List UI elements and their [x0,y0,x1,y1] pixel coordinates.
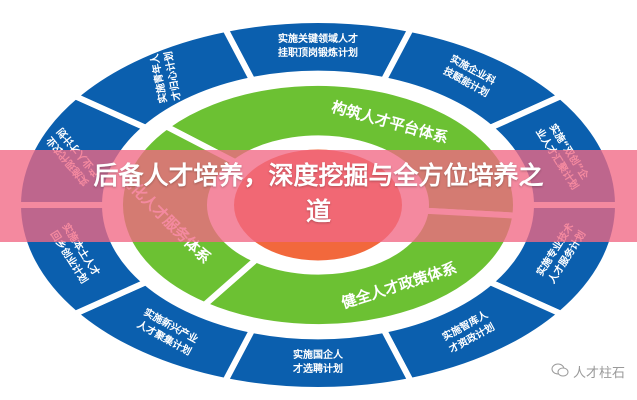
title-banner [0,150,637,242]
label-line: 实施关键领域人才 [278,33,358,45]
label-line: 实施国企人 [293,350,343,362]
title-line-2: 道 [305,197,331,226]
outer-ring-label: 实施国企人才选聘计划 [293,349,343,377]
label-line: 挂职顶岗锻炼计划 [278,47,358,59]
label-line: 才选聘计划 [293,364,343,376]
outer-ring-label: 实施关键领域人才挂职顶岗锻炼计划 [278,33,358,61]
watermark-text: 人才柱石 [572,366,625,381]
wechat-icon [551,363,569,381]
title-line-1: 后备人才培养，深度挖掘与全方位培养之 [93,161,544,190]
page-title: 后备人才培养，深度挖掘与全方位培养之 道 [0,158,637,230]
watermark: 人才柱石 [551,362,625,381]
outer-ring-segment [69,25,257,132]
